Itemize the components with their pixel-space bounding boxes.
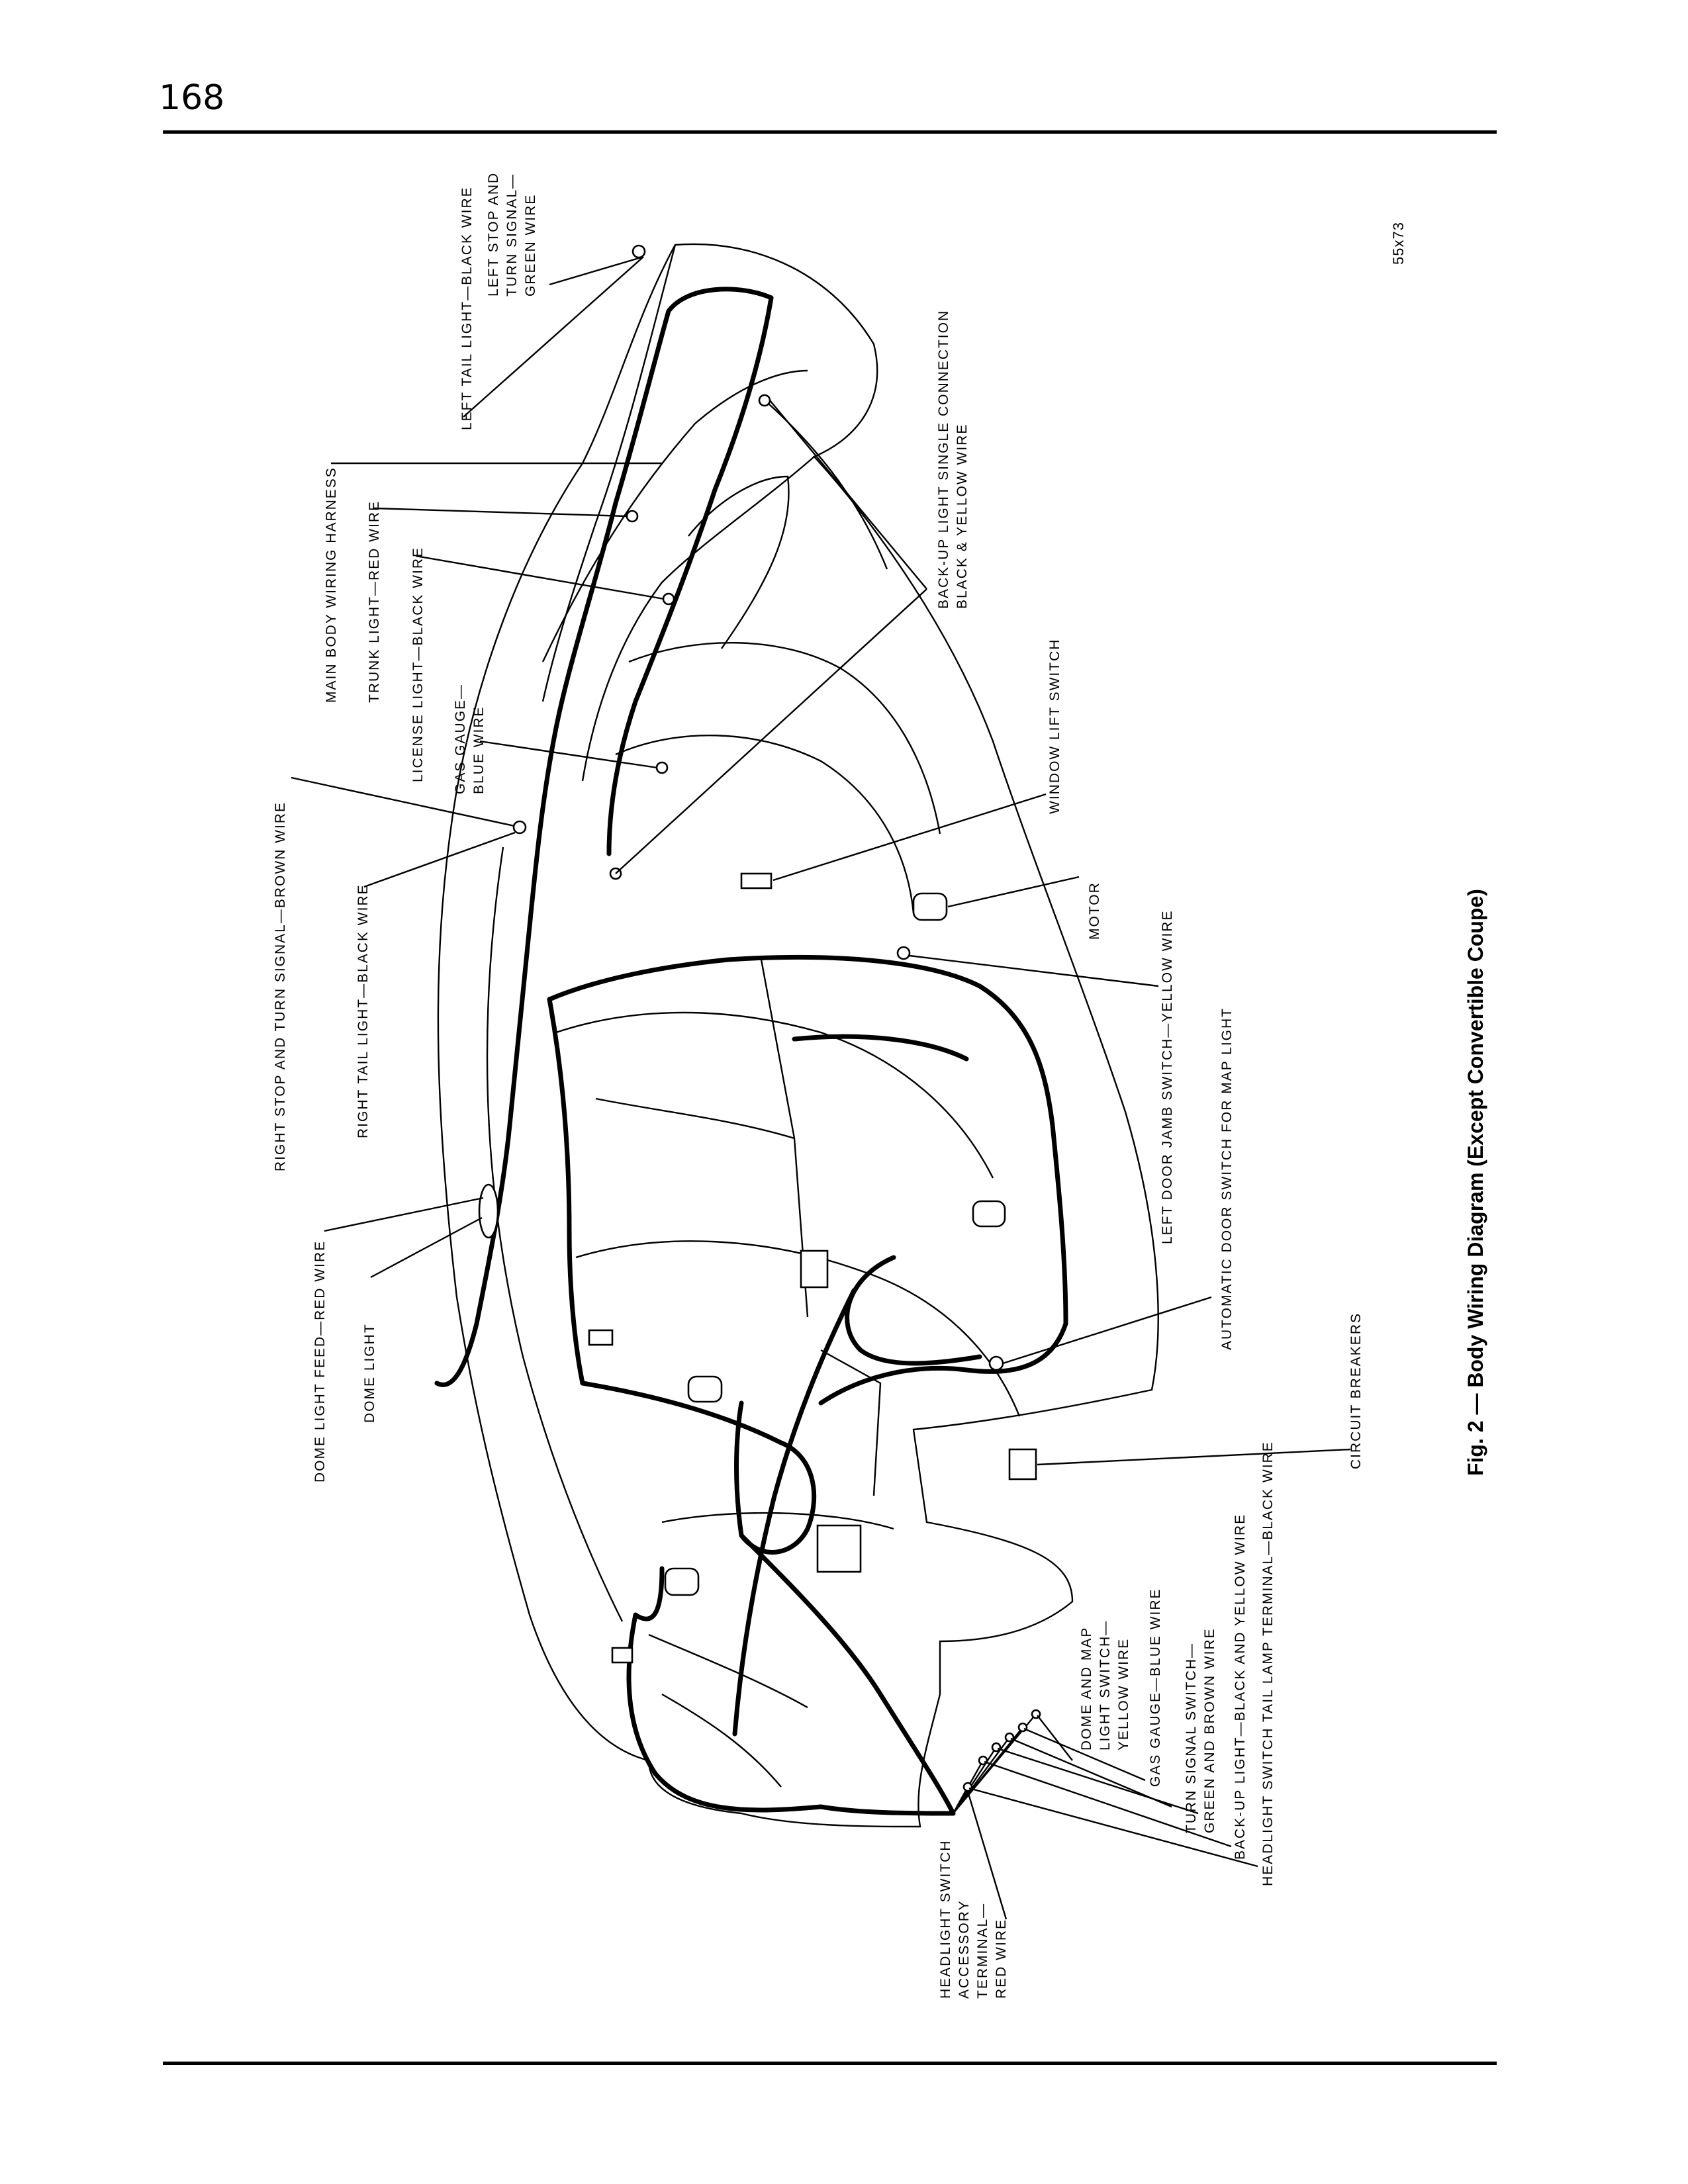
label-dome-map-3: YELLOW WIRE xyxy=(1116,1638,1131,1751)
label-trunk-light: TRUNK LIGHT—RED WIRE xyxy=(367,500,382,703)
trunk-light-socket xyxy=(626,510,639,523)
label-auto-door-switch: AUTOMATIC DOOR SWITCH FOR MAP LIGHT xyxy=(1219,1007,1235,1350)
label-window-lift-switch: WINDOW LIFT SWITCH xyxy=(1047,639,1062,814)
window-lift-switch xyxy=(740,872,773,889)
left-door-jamb-switch xyxy=(896,946,911,960)
label-headlight-acc-1: HEADLIGHT SWITCH xyxy=(938,1840,953,1999)
automatic-door-switch xyxy=(988,1355,1004,1371)
label-backup-single-2: BLACK & YELLOW WIRE xyxy=(955,424,970,609)
front-door-motor xyxy=(972,1200,1006,1228)
car-body-outline xyxy=(437,243,1159,1828)
headlight-switch-terminals xyxy=(952,1709,1041,1814)
label-headlight-tail: HEADLIGHT SWITCH TAIL LAMP TERMINAL—BLAC… xyxy=(1260,1441,1276,1886)
label-left-door-jamb: LEFT DOOR JAMB SWITCH—YELLOW WIRE xyxy=(1160,910,1175,1244)
left-tail-light-socket xyxy=(632,244,646,259)
label-circuit-breakers: CIRCUIT BREAKERS xyxy=(1348,1312,1364,1469)
rear-door-switch xyxy=(611,1647,633,1664)
backup-light-connector xyxy=(758,394,771,407)
label-right-stop: RIGHT STOP AND TURN SIGNAL—BROWN WIRE xyxy=(273,801,288,1171)
page-number: 168 xyxy=(159,78,225,118)
figure-code: 55x73 xyxy=(1390,222,1407,265)
label-dome-light-feed: DOME LIGHT FEED—RED WIRE xyxy=(312,1240,328,1482)
label-turn-signal-2: GREEN AND BROWN WIRE xyxy=(1202,1627,1217,1833)
label-main-body-harness: MAIN BODY WIRING HARNESS xyxy=(324,467,339,703)
label-right-tail: RIGHT TAIL LIGHT—BLACK WIRE xyxy=(355,884,371,1138)
wiring-harness xyxy=(434,287,1068,1816)
label-gas-gauge-1: GAS GAUGE— xyxy=(453,684,468,794)
label-headlight-acc-2: ACCESSORY xyxy=(957,1900,972,1999)
figure-caption: Fig. 2 — Body Wiring Diagram (Except Con… xyxy=(1464,889,1487,1476)
label-dome-map-2: LIGHT SWITCH— xyxy=(1098,1620,1113,1751)
label-turn-signal-1: TURN SIGNAL SWITCH— xyxy=(1184,1643,1199,1833)
label-left-stop-1: LEFT STOP AND xyxy=(486,172,501,296)
label-license-light: LICENSE LIGHT—BLACK WIRE xyxy=(410,547,426,782)
label-backup-single-1: BACK-UP LIGHT SINGLE CONNECTION xyxy=(936,310,951,609)
junction-block xyxy=(800,1250,829,1289)
dome-light xyxy=(478,1183,499,1239)
label-headlight-acc-3: TERMINAL— xyxy=(975,1903,990,1999)
components xyxy=(478,244,1041,1814)
right-door-motor xyxy=(687,1375,723,1403)
footer-rule xyxy=(163,2062,1497,2065)
label-motor: MOTOR xyxy=(1087,882,1102,940)
gas-gauge-sender xyxy=(655,761,669,774)
label-left-stop-3: GREEN WIRE xyxy=(523,194,538,296)
callout-labels: LEFT TAIL LIGHT—BLACK WIRE LEFT STOP AND… xyxy=(273,172,1487,1999)
leader-lines xyxy=(291,255,1351,1920)
license-light-socket xyxy=(662,592,675,606)
label-dome-light: DOME LIGHT xyxy=(362,1323,377,1423)
center-bracket xyxy=(816,1524,862,1573)
rear-door-motor xyxy=(664,1567,700,1596)
label-left-tail-light: LEFT TAIL LIGHT—BLACK WIRE xyxy=(459,186,475,430)
label-headlight-acc-4: RED WIRE xyxy=(994,1919,1009,1999)
label-dome-map-1: DOME AND MAP xyxy=(1079,1627,1094,1751)
right-door-window-switch xyxy=(588,1329,614,1346)
right-stop-light-socket xyxy=(512,820,527,835)
header-rule xyxy=(163,130,1497,134)
window-lift-motor xyxy=(912,892,948,921)
label-left-stop-2: TURN SIGNAL— xyxy=(504,173,520,296)
label-gas-gauge-blue: GAS GAUGE—BLUE WIRE xyxy=(1148,1588,1163,1787)
label-gas-gauge-2: BLUE WIRE xyxy=(471,705,487,794)
label-backup-light: BACK-UP LIGHT—BLACK AND YELLOW WIRE xyxy=(1233,1514,1248,1860)
circuit-breakers xyxy=(1008,1448,1037,1480)
